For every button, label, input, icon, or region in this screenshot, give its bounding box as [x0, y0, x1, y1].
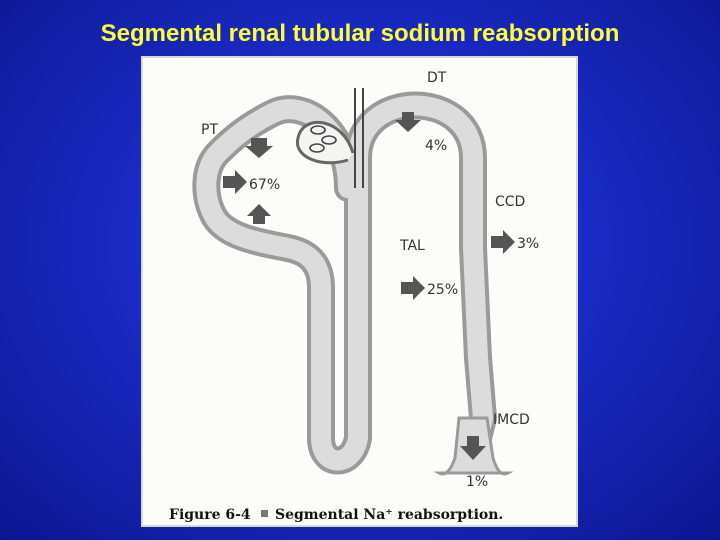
slide-title: Segmental renal tubular sodium reabsorpt… — [0, 20, 720, 48]
imcd-label: IMCD — [493, 412, 530, 428]
nephron-figure: PT DT TAL CCD IMCD 67% 4% 25% 3% 1% Figu… — [141, 56, 578, 527]
tal-percentage: 25% — [427, 282, 458, 298]
figure-caption-number: Figure 6-4 — [169, 507, 251, 523]
nephron-diagram: PT DT TAL CCD IMCD 67% 4% 25% 3% 1% Figu… — [143, 58, 580, 529]
dt-label: DT — [427, 70, 447, 86]
figure-caption-text: Segmental Na⁺ reabsorption. — [275, 507, 503, 523]
pt-up-arrow-icon — [247, 204, 271, 224]
pt-percentage: 67% — [249, 177, 280, 193]
imcd-percentage: 1% — [466, 474, 488, 490]
ccd-percentage: 3% — [517, 236, 539, 252]
tal-right-arrow-icon — [401, 276, 425, 300]
pt-right-arrow-icon — [223, 170, 247, 194]
ccd-right-arrow-icon — [491, 230, 515, 254]
pt-label: PT — [201, 122, 218, 138]
ccd-label: CCD — [495, 194, 525, 210]
tal-label: TAL — [399, 238, 425, 254]
dt-percentage: 4% — [425, 138, 447, 154]
caption-square-icon — [261, 510, 268, 517]
